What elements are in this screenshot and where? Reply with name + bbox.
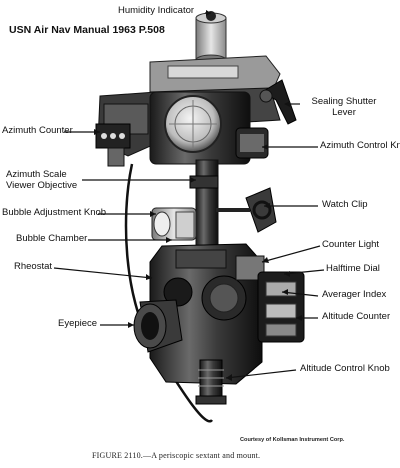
lower-body: [149, 243, 265, 385]
label-rheostat: Rheostat: [14, 261, 53, 272]
label-averager-index: Averager Index: [322, 289, 387, 300]
label-altitude-counter: Altitude Counter: [322, 311, 391, 322]
label-sealing-shutter-lever: Sealing Shutter Lever: [311, 96, 377, 118]
azimuth-control-knob-part: [235, 127, 269, 159]
leader-lines: [53, 12, 325, 379]
label-altitude-control-knob: Altitude Control Knob: [300, 363, 390, 374]
central-shaft: [189, 159, 219, 251]
label-azimuth-scale-viewer-objective: Azimuth Scale Viewer Objective: [6, 169, 78, 191]
label-azimuth-control-knob: Azimuth Control Knob: [320, 140, 400, 151]
bubble-assembly: [151, 207, 197, 241]
leader-arrowheads: [94, 10, 302, 381]
label-eyepiece: Eyepiece: [58, 318, 98, 329]
altitude-counter-part: [257, 271, 305, 343]
image-credit: Courtesy of Kollsman Instrument Corp.: [240, 437, 345, 443]
label-counter-light: Counter Light: [322, 239, 380, 250]
watch-clip-part: [216, 187, 277, 233]
sealing-shutter-lever-part: [259, 79, 297, 125]
figure-caption: FIGURE 2110.—A periscopic sextant and mo…: [92, 451, 261, 460]
manual-reference: USN Air Nav Manual 1963 P.508: [9, 24, 165, 36]
eyepiece-part: [133, 299, 183, 353]
label-azimuth-counter: Azimuth Counter: [2, 125, 73, 136]
label-bubble-adjustment-knob: Bubble Adjustment Knob: [2, 207, 107, 218]
label-halftime-dial: Halftime Dial: [326, 263, 380, 274]
azimuth-counter-part: [95, 123, 131, 167]
label-bubble-chamber: Bubble Chamber: [16, 233, 88, 244]
altitude-control-knob-part: [195, 359, 227, 405]
label-humidity-indicator: Humidity Indicator: [118, 5, 195, 16]
humidity-indicator-part: [195, 11, 227, 66]
label-watch-clip: Watch Clip: [322, 199, 368, 210]
